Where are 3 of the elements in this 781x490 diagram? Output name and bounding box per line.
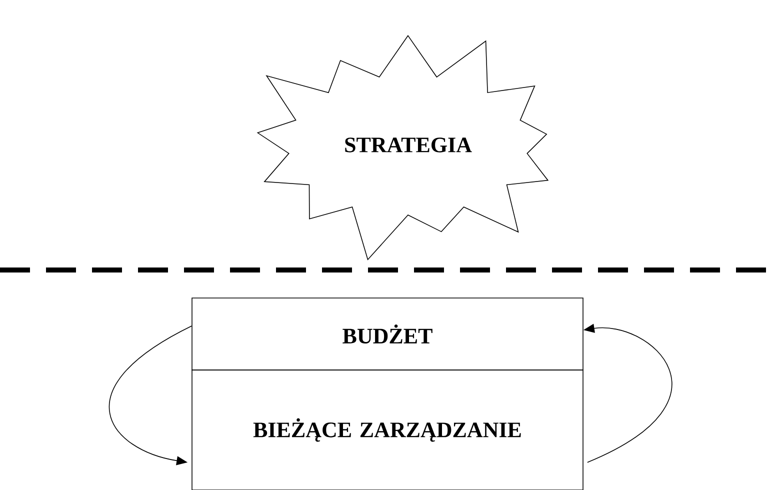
text-box: BUDŻET [192, 298, 584, 370]
curved-arrow [109, 326, 192, 466]
text-box: BIEŻĄCE ZARZĄDZANIE [192, 370, 584, 490]
